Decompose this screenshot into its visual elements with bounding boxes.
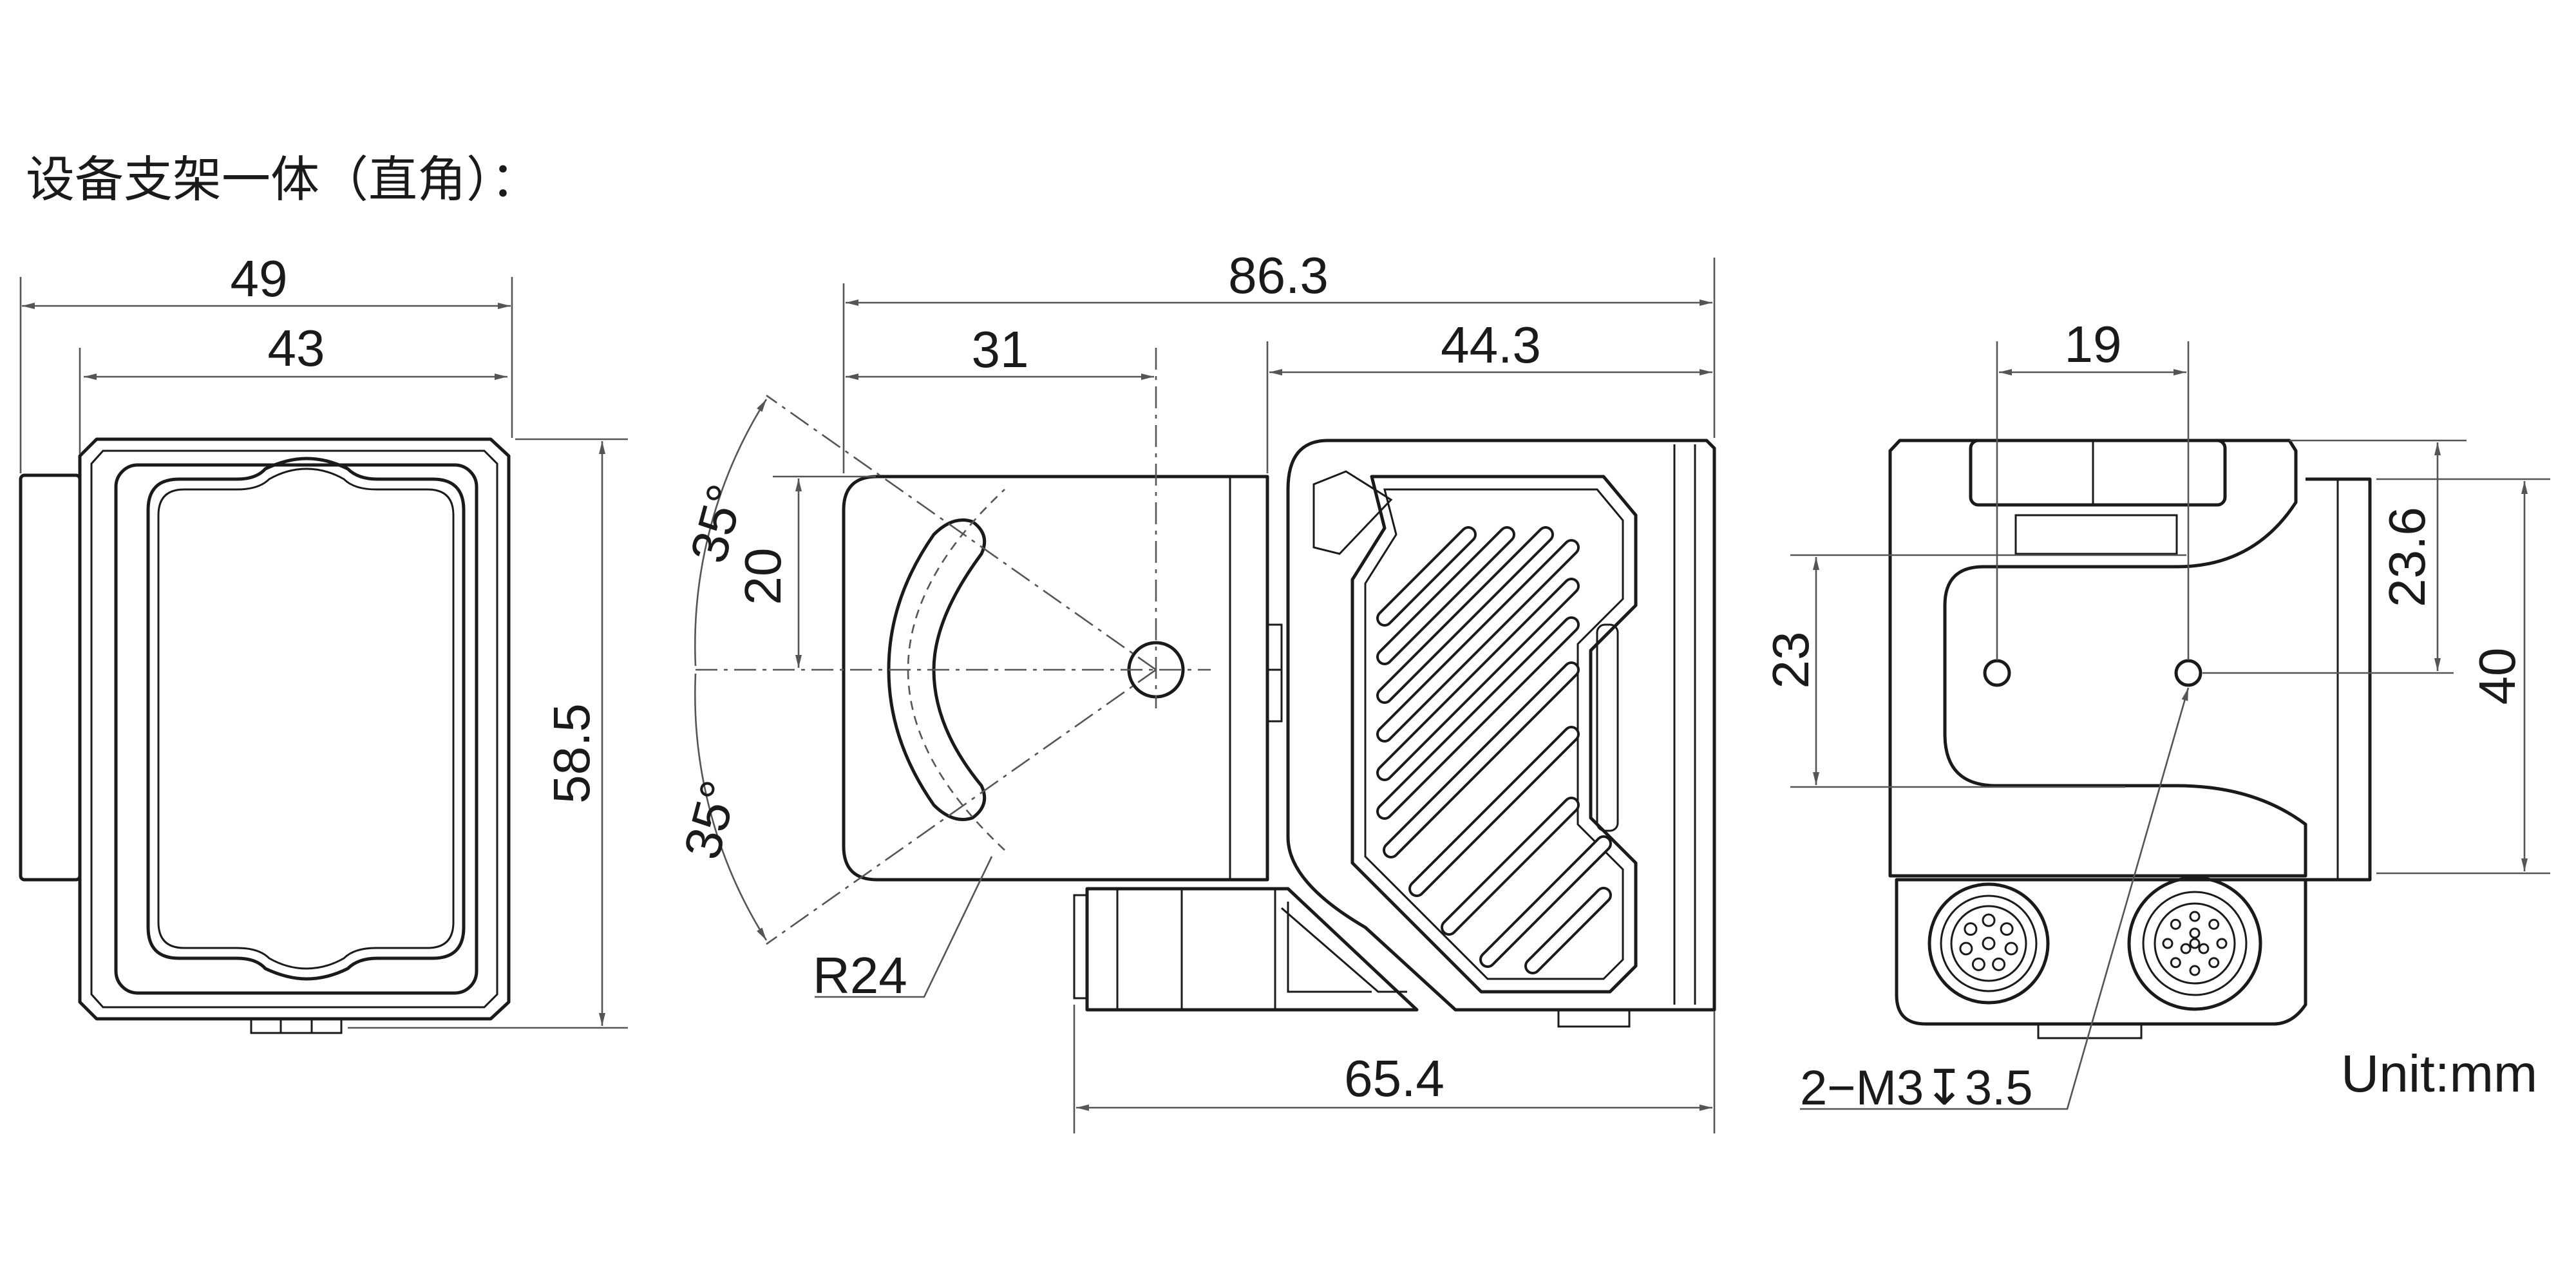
front-view: 49 43 58.5 (19, 250, 628, 1034)
heatsink-fin-inner (1527, 889, 1609, 972)
heatsink-fin-inner (1379, 619, 1577, 817)
heatsink-fin-inner (1379, 580, 1577, 779)
connector-pin (2208, 918, 2220, 930)
connector-pin (2208, 957, 2220, 969)
connector-pin (1959, 942, 1973, 956)
connector-pin (2004, 942, 2018, 956)
connector-12pin (2162, 911, 2228, 976)
connector-pin (1992, 957, 2006, 971)
connector-pin (1971, 957, 1985, 971)
dim-slot-height: 20 (734, 548, 791, 605)
heatsink-fin-inner (1482, 838, 1609, 965)
heatsink-fins (1376, 526, 1612, 974)
dim-height: 58.5 (543, 703, 600, 804)
heatsink-fin-inner (1411, 728, 1577, 895)
dim-bracket-to-pivot: 31 (972, 321, 1029, 378)
connector-pin (2189, 911, 2201, 922)
connector-8pin (1959, 913, 2018, 971)
side-view: 35° 35° 20 R24 86.3 31 44.3 65.4 (673, 247, 1716, 1133)
dim-top-offset: 23.6 (2378, 507, 2436, 607)
back-view: 19 23 23.6 40 2−M3↧3.5 (1762, 316, 2550, 1115)
drawing-title: 设备支架一体（直角）： (26, 151, 540, 208)
dim-overall-width: 49 (231, 250, 288, 307)
dim-inner-width: 43 (268, 319, 325, 377)
dim-plate-height: 40 (2468, 648, 2526, 705)
connector-pin (2216, 938, 2228, 949)
angle-lower: 35° (673, 775, 748, 865)
connector-pin (1964, 922, 1978, 936)
connector-pin (1982, 936, 1996, 951)
connector-pin (2170, 957, 2181, 969)
heatsink-fin-inner (1385, 664, 1577, 856)
heatsink-fin-inner (1379, 529, 1551, 701)
dim-hole-height: 23 (1762, 632, 1819, 689)
connector-pin (2189, 927, 2201, 939)
connector-pin (2000, 922, 2014, 936)
dim-body-length: 44.3 (1441, 316, 1541, 374)
heatsink-fin-inner (1379, 529, 1474, 624)
dim-total-length: 86.3 (1228, 247, 1329, 304)
connector-pin (2189, 965, 2201, 976)
heatsink-fin-inner (1443, 799, 1577, 933)
connector-pin (2162, 938, 2174, 949)
connector-pin (2180, 943, 2192, 954)
dim-hole-spacing: 19 (2065, 316, 2122, 373)
heatsink-fin-inner (1379, 542, 1577, 740)
unit-label: Unit:mm (2341, 1045, 2537, 1103)
connector-pin (2198, 943, 2210, 954)
radius-label: R24 (813, 947, 907, 1004)
connector-pin (2189, 938, 2201, 949)
thread-label: 2−M3↧3.5 (1800, 1061, 2033, 1115)
heatsink-fin-inner (1379, 529, 1513, 663)
dim-bottom-length: 65.4 (1344, 1050, 1444, 1107)
connector-pin (1982, 913, 1996, 927)
connector-pin (2170, 918, 2181, 930)
